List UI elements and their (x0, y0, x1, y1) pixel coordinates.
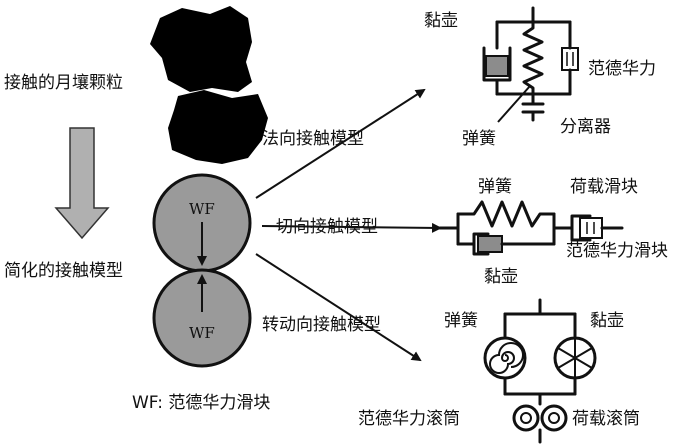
normal-model-schematic (482, 6, 579, 123)
tangential-vdw-slider-label: 范德华力滑块 (566, 241, 668, 261)
normal-dashpot-icon (485, 55, 509, 77)
simplified-model-label: 简化的接触模型 (4, 261, 123, 281)
wf-label-bottom: WF (189, 324, 215, 342)
normal-spring-label: 弹簧 (462, 129, 496, 149)
normal-vdw-label: 范德华力 (588, 59, 656, 79)
arrow-to-rotational (255, 253, 422, 362)
arrow-to-tangential (261, 222, 442, 233)
tangential-spring-label: 弹簧 (478, 177, 512, 197)
wf-legend: WF: 范德华力滑块 (132, 393, 270, 413)
load-roller-icon (540, 404, 568, 432)
vdw-roller-icon (512, 404, 540, 432)
rotational-spring-label: 弹簧 (444, 311, 478, 331)
sphere-bottom (152, 268, 252, 368)
load-roller-label: 荷载滚筒 (572, 409, 640, 429)
wf-label-top: WF (189, 200, 215, 218)
lunar-particle-bottom (168, 90, 268, 164)
rotational-model-schematic (483, 298, 597, 444)
tangential-model-label: 切向接触模型 (276, 217, 378, 237)
normal-model-label: 法向接触模型 (262, 129, 364, 149)
tangential-load-slider-icon (570, 214, 592, 242)
rotational-model-label: 转动向接触模型 (262, 315, 381, 335)
normal-vdw-icon (561, 47, 579, 71)
contact-particles-label: 接触的月壤颗粒 (4, 72, 123, 93)
rotational-dashpot-label: 黏壶 (590, 311, 624, 331)
tangential-model-schematic (438, 200, 624, 256)
simplify-arrow (54, 127, 110, 240)
arrow-to-normal (255, 88, 426, 199)
normal-separator-label: 分离器 (560, 117, 611, 137)
lunar-particle-top (150, 6, 252, 92)
normal-spring-icon (522, 20, 544, 96)
vdw-roller-label: 范德华力滚筒 (358, 409, 460, 429)
tangential-dashpot-icon (477, 235, 503, 253)
normal-dashpot-label: 黏壶 (424, 11, 458, 31)
tangential-dashpot-label: 黏壶 (484, 267, 518, 287)
tangential-load-slider-label: 荷载滑块 (570, 177, 638, 197)
tangential-spring-icon (456, 200, 556, 228)
